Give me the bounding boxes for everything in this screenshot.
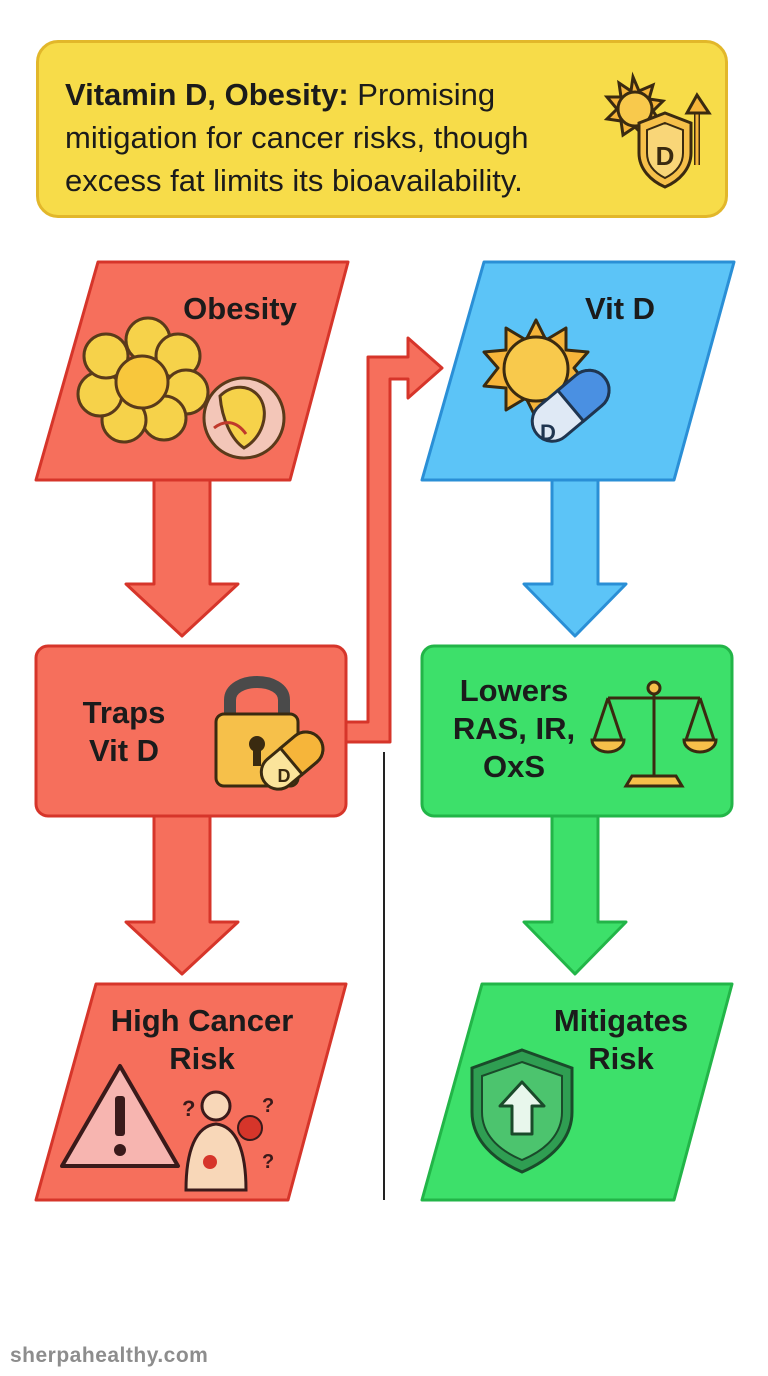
sun-capsule-icon: [482, 318, 611, 443]
arrow-traps-to-risk: [124, 814, 240, 976]
footer-site: sherpahealthy.com: [10, 1344, 209, 1367]
header-banner: Vitamin D, Obesity: Promising mitigation…: [36, 40, 728, 218]
header-title-rest: Promising mitigation for cancer risks, t…: [65, 77, 529, 198]
high-risk-label-line1: High Cancer: [110, 1003, 294, 1038]
balance-scale-icon: [590, 680, 718, 788]
vitd-label: Vit D: [584, 291, 656, 326]
svg-text:?: ?: [262, 1151, 274, 1173]
lock-capsule-icon: [214, 676, 325, 791]
header-title-bold: Vitamin D, Obesity:: [65, 77, 349, 112]
high-risk-label: High Cancer Risk: [96, 1002, 308, 1078]
shield-up-arrow-icon: [470, 1048, 574, 1174]
traps-capsule-letter: D: [278, 766, 291, 786]
obesity-label: Obesity: [183, 291, 297, 326]
lowers-label-line3: OxS: [482, 749, 546, 784]
svg-text:?: ?: [262, 1095, 274, 1117]
fat-cells-icon: [76, 316, 286, 460]
header-title: Vitamin D, Obesity: Promising mitigation…: [65, 73, 605, 202]
warning-body-icon: ? ? ?: [60, 1064, 274, 1192]
lowers-label: Lowers RAS, IR, OxS: [440, 672, 588, 786]
traps-label-line2: Vit D: [88, 733, 160, 768]
lowers-label-line2: RAS, IR,: [452, 711, 576, 746]
arrow-traps-to-vitd: [344, 336, 444, 744]
arrow-vitd-to-lowers: [522, 478, 628, 638]
mitigates-label-line2: Risk: [588, 1041, 654, 1076]
vitd-capsule-letter: D: [540, 420, 556, 445]
traps-label: Traps Vit D: [64, 694, 184, 770]
mitigates-label: Mitigates Risk: [536, 1002, 706, 1078]
sun-shield-d-icon: D: [603, 71, 712, 189]
high-risk-label-line2: Risk: [169, 1041, 235, 1076]
traps-label-line1: Traps: [82, 695, 166, 730]
header-icon-letter: D: [656, 141, 675, 171]
mitigates-label-line1: Mitigates: [553, 1003, 689, 1038]
svg-text:?: ?: [182, 1096, 195, 1121]
lowers-label-line1: Lowers: [459, 673, 569, 708]
arrow-obesity-to-traps: [124, 478, 240, 638]
arrow-lowers-to-mitigates: [522, 814, 628, 976]
